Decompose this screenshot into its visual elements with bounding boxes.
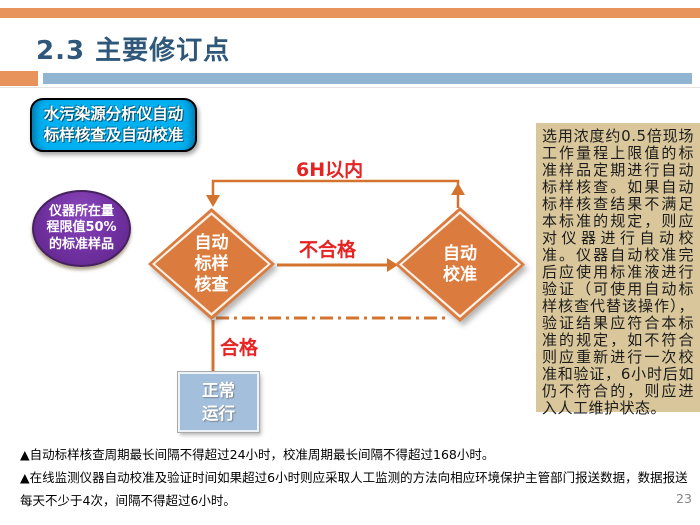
footnote-1: ▲自动标样核查周期最长间隔不得超过24小时，校准周期最长间隔不得超过168小时。 [20, 447, 495, 462]
description-text: 选用浓度约0.5倍现场工作量程上限值的标准样品定期进行自动标样核查。如果自动标样… [542, 127, 694, 417]
normal-running-label: 正常 运行 [202, 381, 235, 423]
normal-running-box: 正常 运行 [177, 371, 260, 433]
auto-calibrate-diamond: 自动 校准 [395, 207, 525, 322]
title-underline [0, 87, 700, 88]
slide-title: 2.3 主要修订点 [36, 36, 231, 66]
footnotes: ▲自动标样核查周期最长间隔不得超过24小时，校准周期最长间隔不得超过168小时。… [20, 443, 694, 512]
standard-sample-label: 仪器所在量 程限值50% 的标准样品 [46, 203, 117, 252]
topic-box: 水污染源分析仪自动 标样核查及自动校准 [30, 98, 197, 152]
arrowhead-down-icon [206, 195, 220, 207]
top-accent-strip [0, 8, 700, 18]
arrowhead-up-icon [451, 183, 465, 195]
topic-box-label: 水污染源分析仪自动 标样核查及自动校准 [43, 105, 184, 144]
page-number: 23 [676, 491, 692, 506]
feedback-loop-line [211, 179, 460, 208]
title-accent-bar [43, 73, 692, 84]
auto-check-label: 自动 标样 核查 [194, 232, 229, 295]
pass-label: 合格 [220, 337, 259, 359]
description-panel: 选用浓度约0.5倍现场工作量程上限值的标准样品定期进行自动标样核查。如果自动标样… [536, 123, 700, 417]
auto-calibrate-label: 自动 校准 [443, 243, 477, 285]
auto-check-diamond: 自动 标样 核查 [148, 208, 275, 320]
interval-label: 6H以内 [296, 159, 364, 181]
title-accent-square [0, 71, 38, 86]
standard-sample-ellipse: 仪器所在量 程限值50% 的标准样品 [32, 190, 131, 267]
footnote-2: ▲在线监测仪器自动校准及验证时间如果超过6小时则应采取人工监测的方法向相应环境保… [20, 470, 688, 508]
fail-label: 不合格 [299, 239, 357, 261]
